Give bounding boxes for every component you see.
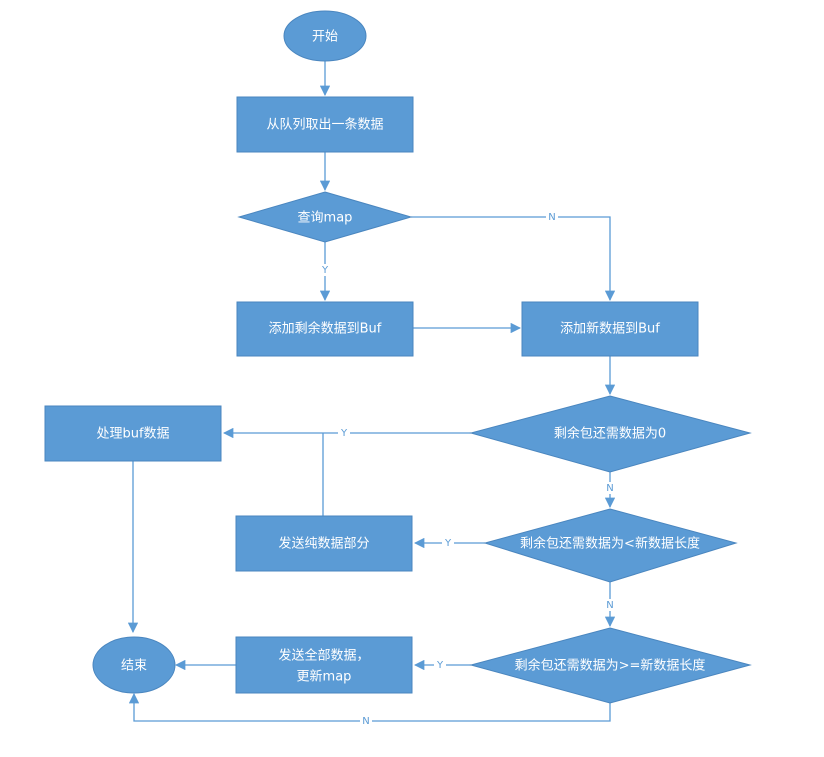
query-map-decision-label: 查询map xyxy=(298,211,353,226)
query-map-decision: 查询map xyxy=(237,191,413,243)
edge-label-lt-no: N xyxy=(604,599,616,611)
send-pure-node: 发送纯数据部分 xyxy=(235,515,413,572)
start-node-label: 开始 xyxy=(312,30,338,45)
edge-label-query-yes-text: Y xyxy=(321,265,329,276)
send-pure-node-label: 发送纯数据部分 xyxy=(278,536,369,552)
dequeue-node: 从队列取出一条数据 xyxy=(236,96,414,153)
remaining-ge-decision-label: 剩余包还需数据为>=新数据长度 xyxy=(515,658,706,674)
edge-label-ge-no-text: N xyxy=(362,716,369,727)
send-all-node: 发送全部数据， 更新map xyxy=(235,636,413,694)
edge-labels: N Y Y N Y N Y N xyxy=(319,211,616,727)
start-node: 开始 xyxy=(283,10,367,62)
remaining-lt-decision: 剩余包还需数据为<新数据长度 xyxy=(483,508,738,583)
edge-label-lt-no-text: N xyxy=(606,600,613,611)
nodes: 开始 从队列取出一条数据 查询map 添加剩余数据到Buf 添加新数据到Buf … xyxy=(44,10,752,704)
add-remaining-node-label: 添加剩余数据到Buf xyxy=(269,321,382,337)
edge-label-ge-no: N xyxy=(360,715,372,727)
edge-label-ge-yes: Y xyxy=(434,659,446,671)
end-node-label: 结束 xyxy=(121,659,147,674)
add-new-node: 添加新数据到Buf xyxy=(521,301,699,357)
edge-query-no-to-add-new xyxy=(411,216,616,302)
remaining-lt-decision-label: 剩余包还需数据为<新数据长度 xyxy=(520,536,700,552)
edge-label-query-no-text: N xyxy=(548,212,555,223)
edge-label-zero-yes: Y xyxy=(338,427,350,439)
edge-label-lt-yes: Y xyxy=(442,537,454,549)
process-buf-node-label: 处理buf数据 xyxy=(96,427,169,442)
edge-label-ge-yes-text: Y xyxy=(436,660,444,671)
remaining-zero-decision: 剩余包还需数据为0 xyxy=(469,395,752,473)
edges xyxy=(127,61,616,722)
edge-label-query-no: N xyxy=(546,211,558,223)
edge-label-query-yes: Y xyxy=(319,264,331,276)
remaining-zero-decision-label: 剩余包还需数据为0 xyxy=(554,426,666,442)
dequeue-node-label: 从队列取出一条数据 xyxy=(266,117,383,133)
process-buf-node: 处理buf数据 xyxy=(44,405,222,462)
add-remaining-node: 添加剩余数据到Buf xyxy=(236,301,414,357)
edge-label-lt-yes-text: Y xyxy=(444,538,452,549)
edge-label-zero-no-text: N xyxy=(606,483,613,494)
send-all-node-label-line2: 更新map xyxy=(297,669,352,685)
send-all-node-label-line1: 发送全部数据， xyxy=(278,648,369,664)
edge-label-zero-no: N xyxy=(604,482,616,494)
edge-label-zero-yes-text: Y xyxy=(340,428,348,439)
remaining-ge-decision: 剩余包还需数据为>=新数据长度 xyxy=(469,627,752,704)
add-new-node-label: 添加新数据到Buf xyxy=(560,321,660,337)
end-node: 结束 xyxy=(92,636,176,694)
